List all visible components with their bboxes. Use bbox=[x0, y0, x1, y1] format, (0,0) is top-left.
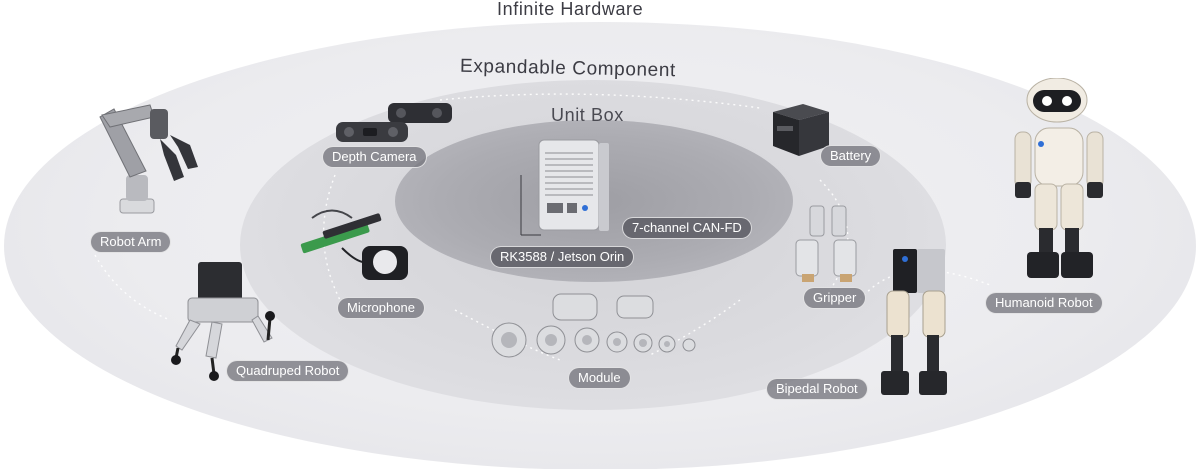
label-module: Module bbox=[568, 367, 631, 389]
ring-title-middle: Expandable Component bbox=[459, 55, 677, 82]
ring-title-inner: Unit Box bbox=[551, 105, 624, 125]
robot-arm-image bbox=[99, 104, 198, 214]
microphone-image bbox=[300, 209, 408, 280]
module-actuators-image bbox=[491, 293, 696, 358]
label-robot-arm: Robot Arm bbox=[90, 231, 172, 253]
ring-title-outer: Infinite Hardware bbox=[497, 0, 644, 19]
depth-camera-image bbox=[336, 103, 452, 142]
label-gripper: Gripper bbox=[803, 287, 867, 309]
label-bipedal-robot: Bipedal Robot bbox=[766, 378, 868, 400]
label-rk3588-jetson-orin: RK3588 / Jetson Orin bbox=[490, 246, 635, 268]
bipedal-robot-image bbox=[881, 249, 947, 395]
label-humanoid-robot: Humanoid Robot bbox=[985, 292, 1103, 314]
label-can-fd: 7-channel CAN-FD bbox=[622, 217, 752, 239]
unit-box-device-image bbox=[520, 139, 609, 236]
label-depth-camera: Depth Camera bbox=[322, 146, 427, 168]
quadruped-robot-image bbox=[171, 262, 275, 381]
battery-image bbox=[773, 104, 829, 156]
humanoid-robot-image bbox=[1014, 78, 1104, 278]
label-quadruped-robot: Quadruped Robot bbox=[226, 360, 350, 382]
label-microphone: Microphone bbox=[337, 297, 425, 319]
label-battery: Battery bbox=[820, 145, 882, 167]
gripper-image bbox=[795, 205, 857, 282]
